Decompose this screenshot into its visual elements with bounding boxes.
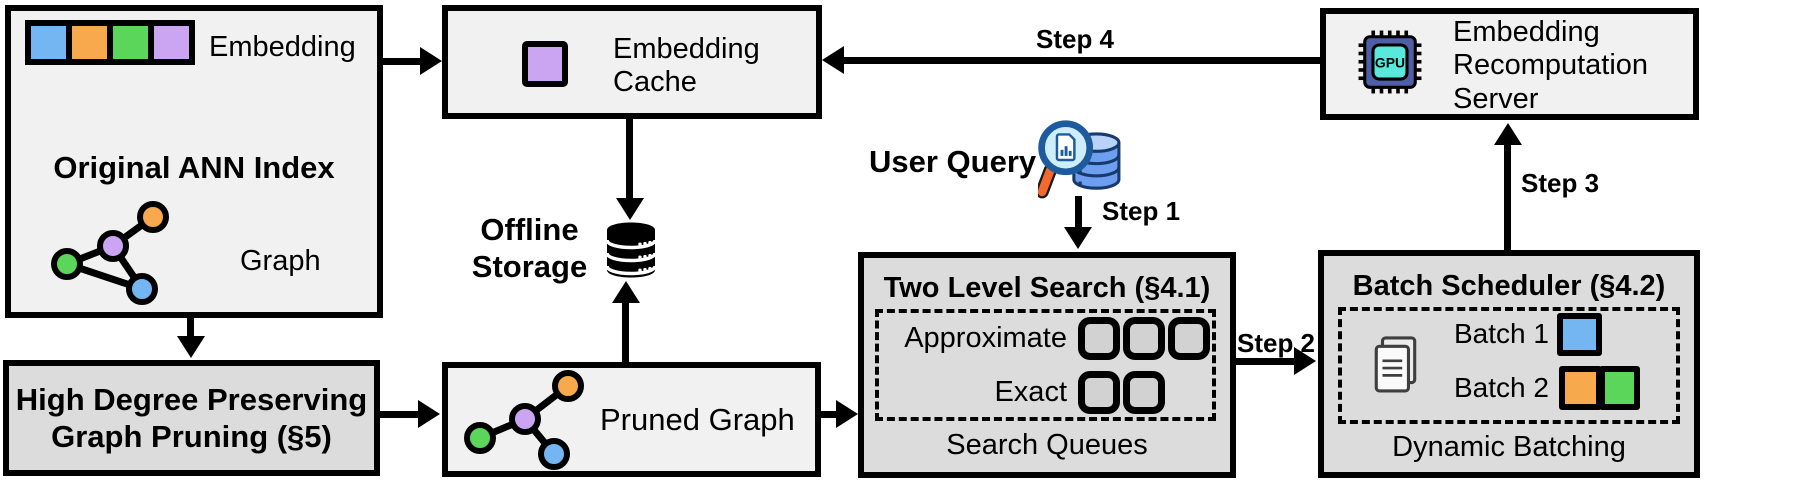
embedding-cell-purple [148, 26, 189, 59]
exact-label: Exact [994, 376, 1067, 408]
offline-storage-label-line1: Offline [480, 212, 579, 247]
search-queues-region: Approximate Exact [875, 309, 1216, 421]
user-query-icon [1038, 120, 1121, 199]
queue-slot [1123, 317, 1165, 360]
embedding-cache-box: Embedding Cache [442, 5, 822, 119]
queue-slot [1123, 371, 1165, 414]
graph-pruning-box: High Degree Preserving Graph Pruning (§5… [3, 360, 380, 476]
pruned-graph-box: Pruned Graph [442, 362, 821, 477]
query-documents-icon [1374, 336, 1417, 393]
embedding-cache-label-line2: Cache [613, 66, 697, 99]
batch1-label: Batch 1 [1454, 318, 1549, 349]
graph-node-orange [137, 201, 169, 233]
approximate-queue-slots [1078, 317, 1210, 360]
server-label-line2: Recomputation [1453, 49, 1649, 82]
pruned-node-orange [552, 370, 584, 402]
pruned-node-blue [538, 438, 570, 470]
cached-embedding-chip [522, 41, 568, 87]
recomputation-server-box: GPU Embedding Recomputation Server [1320, 8, 1699, 120]
server-label-line3: Server [1453, 82, 1539, 115]
batch2-label: Batch 2 [1454, 372, 1549, 403]
approximate-label: Approximate [904, 322, 1067, 354]
two-level-search-box: Two Level Search (§4.1) Approximate Exac… [858, 252, 1236, 478]
embedding-cell-green [107, 26, 148, 59]
ann-index-title: Original ANN Index [53, 150, 335, 185]
batch2-chip-green [1599, 366, 1640, 410]
ann-graph-icon [51, 201, 169, 305]
step2-label: Step 2 [1236, 328, 1316, 358]
graph-label: Graph [240, 245, 321, 277]
graph-node-purple [97, 230, 129, 262]
step3-label: Step 3 [1521, 168, 1600, 198]
gpu-chip-core [1371, 43, 1409, 81]
step1-label: Step 1 [1102, 196, 1181, 226]
pruned-graph-label: Pruned Graph [600, 402, 795, 437]
pruned-node-purple [509, 403, 541, 435]
user-query-label: User Query [869, 144, 1037, 179]
step4-label: Step 4 [1035, 24, 1115, 54]
pruned-node-green [464, 422, 496, 454]
queue-slot [1168, 317, 1210, 360]
document-chart-glyph [1055, 133, 1076, 162]
batch-scheduler-title: Batch Scheduler (§4.2) [1352, 270, 1666, 302]
queue-slot [1078, 371, 1120, 414]
original-ann-index-box: Embedding Original ANN Index Graph [5, 5, 383, 318]
embedding-cell-blue [31, 26, 66, 59]
queue-slot [1078, 317, 1120, 360]
embedding-cache-label-line1: Embedding [613, 33, 760, 65]
exact-queue-slots [1078, 371, 1165, 414]
magnifier-handle [1038, 165, 1055, 197]
graph-node-blue [126, 273, 158, 305]
server-label-line1: Embedding [1453, 16, 1600, 48]
dynamic-batching-caption: Dynamic Batching [1392, 430, 1626, 463]
batch-scheduler-box: Batch Scheduler (§4.2) Batch 1 Batch 2 D… [1318, 250, 1700, 478]
dynamic-batching-region: Batch 1 Batch 2 [1338, 307, 1680, 424]
gpu-text: GPU [1375, 55, 1405, 71]
pruning-label-line2: Graph Pruning (§5) [51, 419, 332, 454]
two-level-search-title: Two Level Search (§4.1) [883, 272, 1211, 304]
pruned-graph-icon [464, 370, 584, 470]
embedding-vector-strip [25, 20, 195, 65]
gpu-chip-icon: GPU [1358, 30, 1422, 94]
batch2-chip-orange [1559, 366, 1602, 410]
offline-storage-label-line2: Storage [471, 249, 588, 285]
pruning-label-line1: High Degree Preserving [15, 381, 368, 417]
embedding-label: Embedding [209, 31, 356, 63]
batch1-chip-blue [1557, 313, 1602, 356]
offline-storage-database-icon [605, 222, 657, 278]
graph-node-green [51, 248, 83, 280]
search-queues-caption: Search Queues [946, 428, 1148, 461]
batch2-chips [1559, 366, 1640, 410]
embedding-cell-orange [66, 26, 107, 59]
